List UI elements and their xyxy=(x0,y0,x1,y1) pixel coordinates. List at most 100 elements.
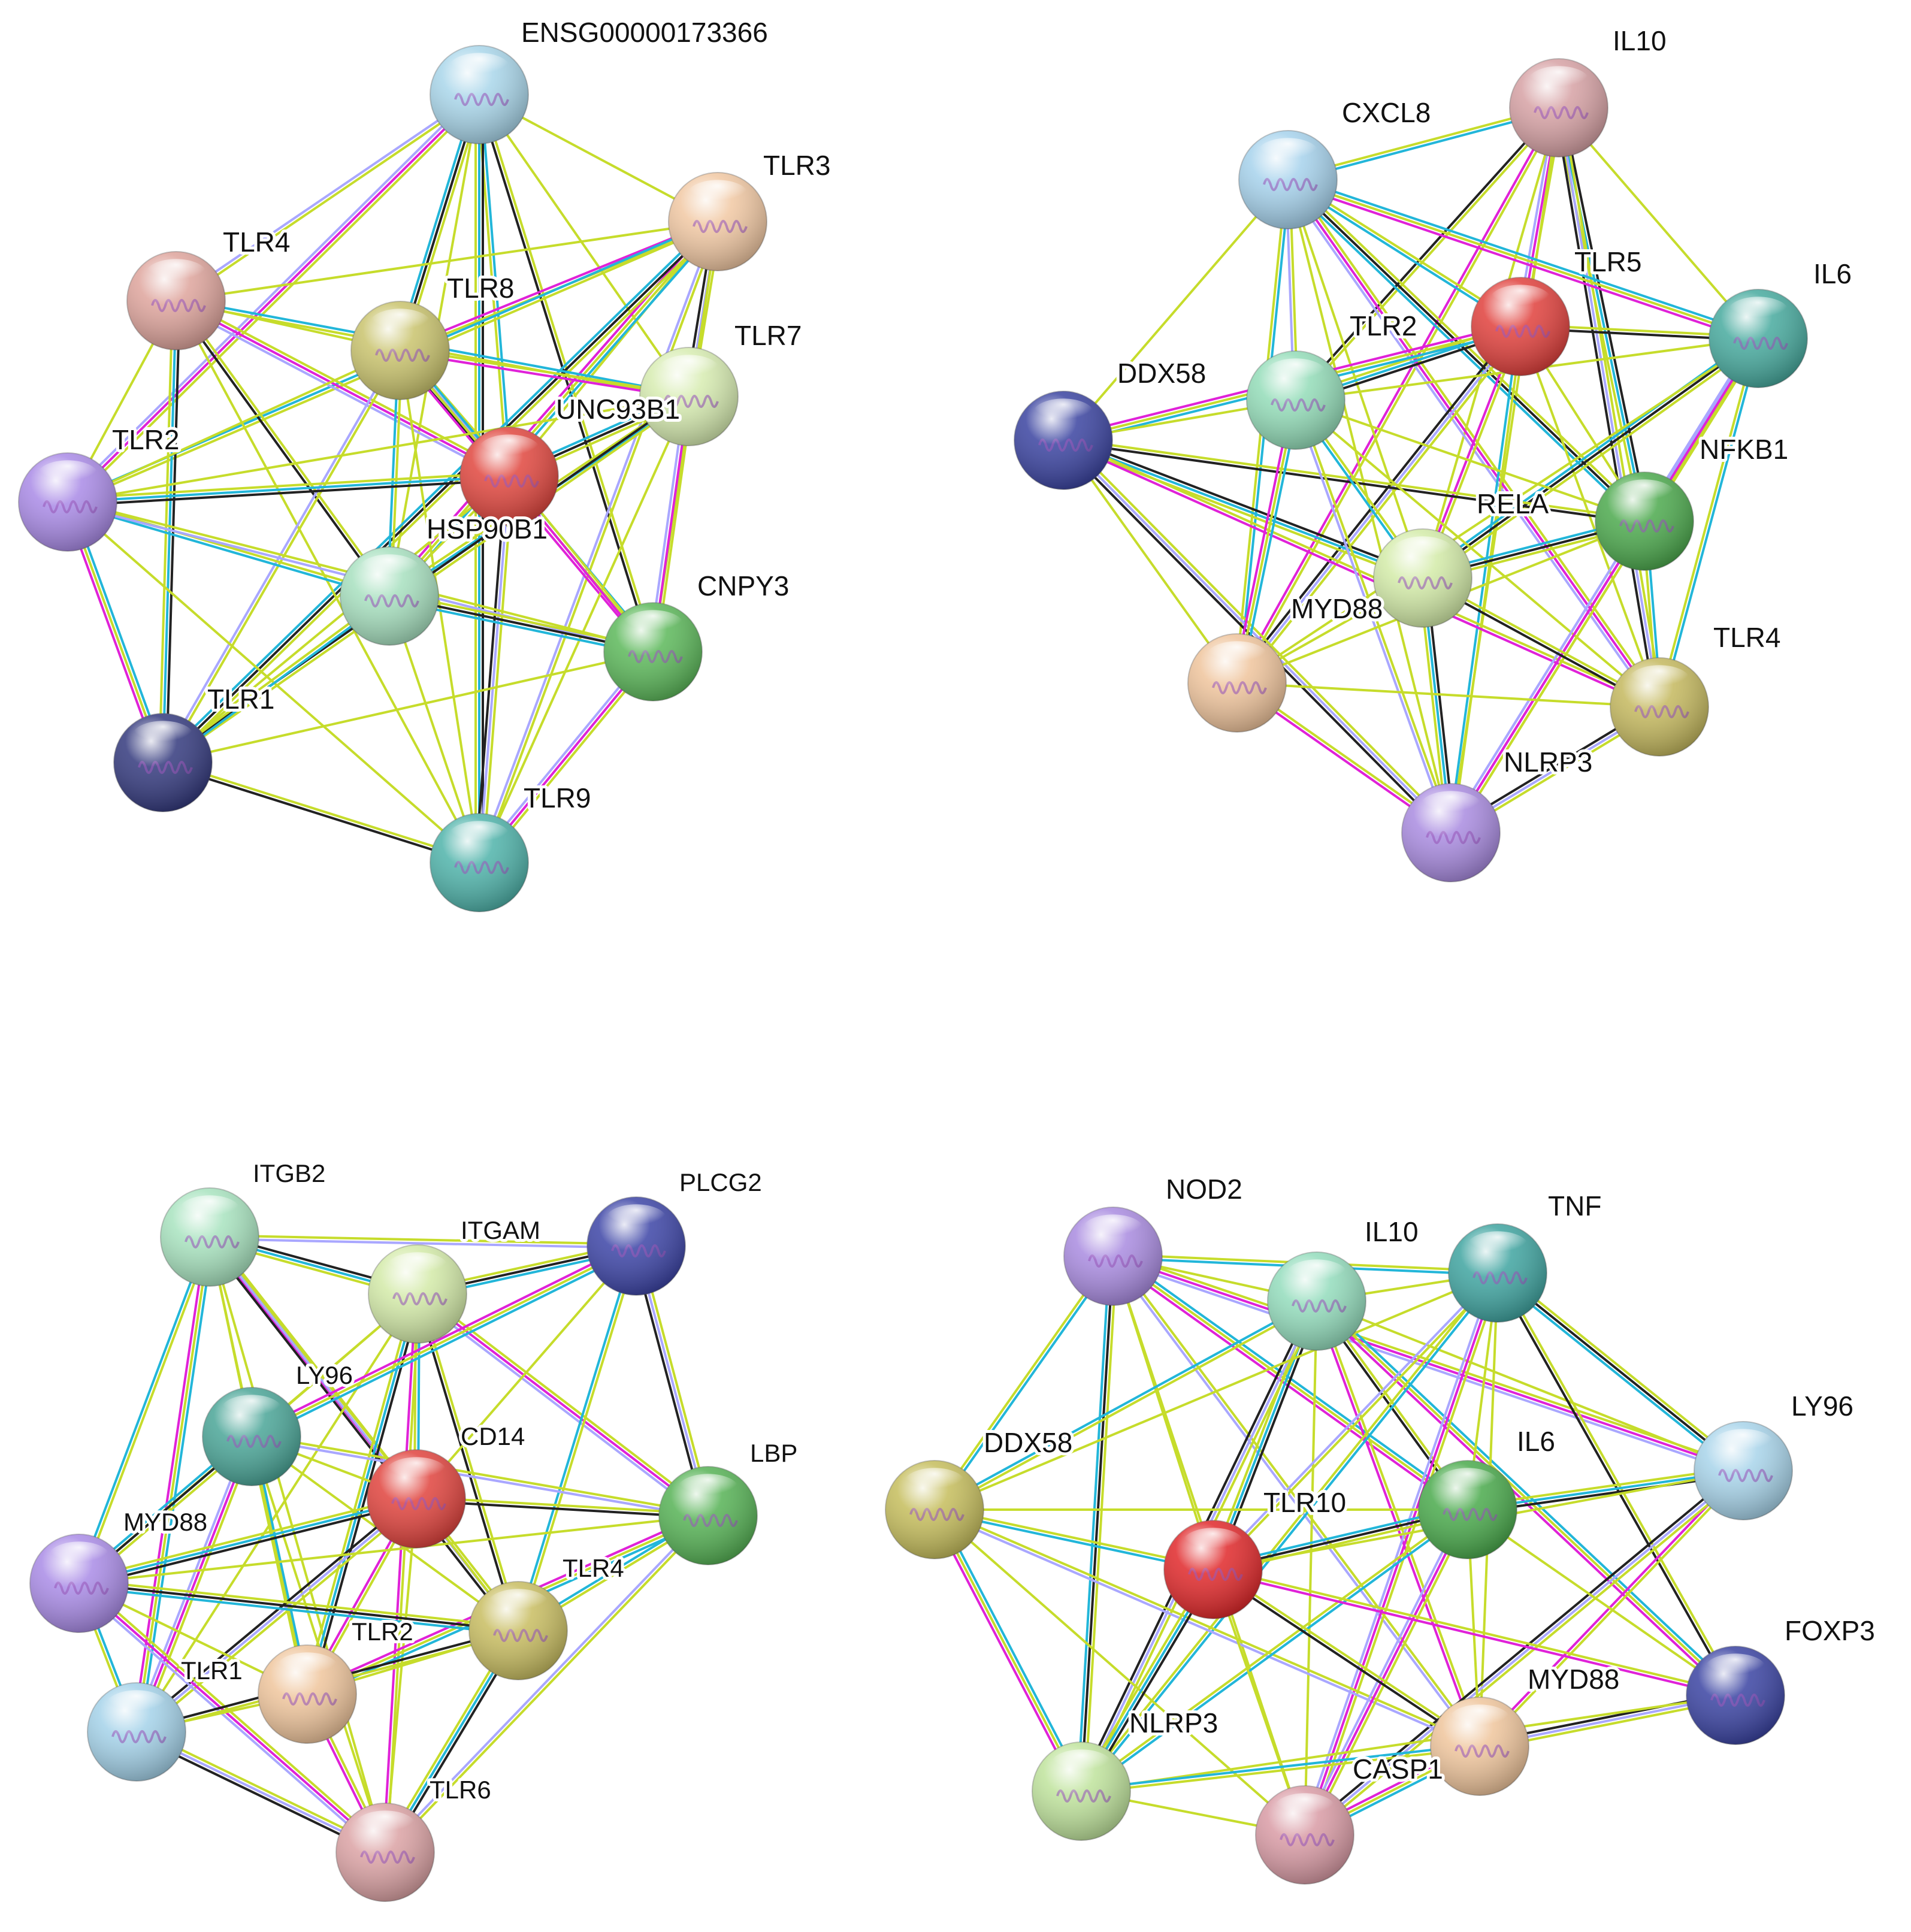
node-gloss xyxy=(221,1395,282,1425)
node-label: MYD88 xyxy=(123,1508,207,1536)
node-ensg00000173366[interactable]: ENSG00000173366 xyxy=(430,14,771,144)
edge-line-textmining xyxy=(79,1237,213,1585)
edge-line-databases xyxy=(1289,175,1760,337)
edge-line-databases xyxy=(515,1245,636,1631)
node-cd14[interactable]: CD14 xyxy=(367,1419,528,1549)
edge-line-textmining xyxy=(1236,337,1759,684)
edge-line-textmining xyxy=(1295,399,1661,708)
edge-IL10-IL6 xyxy=(1558,107,1759,340)
node-il6[interactable]: IL6 xyxy=(1709,255,1855,388)
edge-line-textmining xyxy=(69,96,483,506)
node-nlrp3[interactable]: NLRP3 xyxy=(1032,1704,1221,1841)
node-label: TLR1 xyxy=(181,1656,243,1685)
edge-CXCL8-DDX58 xyxy=(1062,179,1289,442)
node-cnpy3[interactable]: CNPY3 xyxy=(603,567,792,702)
node-foxp3[interactable]: FOXP3 xyxy=(1686,1612,1878,1745)
node-tlr2[interactable]: TLR2 xyxy=(258,1614,416,1744)
node-ly96[interactable]: LY96 xyxy=(1694,1387,1856,1520)
node-lbp[interactable]: LBP xyxy=(658,1436,800,1565)
node-tlr1[interactable]: TLR1 xyxy=(87,1653,246,1782)
node-tlr1[interactable]: TLR1 xyxy=(113,681,277,812)
node-gloss xyxy=(387,1252,448,1282)
edge-ENSG00000173366-TLR4 xyxy=(174,92,481,304)
edge-line-textmining xyxy=(208,1236,386,1853)
edge-line-experiments xyxy=(1304,1272,1499,1836)
node-nod2[interactable]: NOD2 xyxy=(1063,1171,1245,1306)
node-myd88[interactable]: MYD88 xyxy=(1430,1661,1622,1796)
edge-line-coexpression xyxy=(162,220,719,764)
node-tlr4[interactable]: TLR4 xyxy=(126,223,293,350)
node-unc93b1[interactable]: UNC93B1 xyxy=(459,391,683,526)
edge-line-homology xyxy=(174,303,509,481)
node-casp1[interactable]: CASP1 xyxy=(1255,1750,1446,1885)
edge-line-textmining xyxy=(78,1514,709,1585)
edge-UNC93B1-TLR9 xyxy=(474,476,514,863)
edge-line-textmining xyxy=(303,1292,416,1694)
node-tnf[interactable]: TNF xyxy=(1448,1187,1604,1323)
node-label: MYD88 xyxy=(1528,1664,1619,1695)
edge-UNC93B1-TLR2 xyxy=(67,471,510,507)
node-gloss xyxy=(386,1457,447,1487)
node-gloss xyxy=(1490,285,1551,315)
edge-line-databases xyxy=(1081,1273,1500,1794)
edge-TLR8-TLR2 xyxy=(67,349,401,503)
node-il6[interactable]: IL6 xyxy=(1418,1423,1558,1559)
edge-TLR3-TLR4 xyxy=(176,220,718,302)
edge-TLR2-HSP90B1 xyxy=(66,499,391,599)
node-label: MYD88 xyxy=(1291,593,1383,624)
edge-line-experiments xyxy=(1450,520,1646,834)
node-myd88[interactable]: MYD88 xyxy=(1187,590,1386,733)
edge-line-coexpression xyxy=(1233,323,1519,682)
edge-line-coexpression xyxy=(1301,1467,1742,1833)
edge-line-homology xyxy=(75,1585,384,1857)
node-il10[interactable]: IL10 xyxy=(1509,22,1670,158)
node-tlr10[interactable]: TLR10 xyxy=(1163,1484,1349,1619)
node-tlr5[interactable]: TLR5 xyxy=(1471,243,1644,376)
edge-MYD88-NLRP3 xyxy=(1081,1743,1480,1794)
node-il10[interactable]: IL10 xyxy=(1267,1213,1422,1351)
node-tlr3[interactable]: TLR3 xyxy=(668,147,833,271)
edge-DDX58-CASP1 xyxy=(933,1508,1306,1836)
node-tlr6[interactable]: TLR6 xyxy=(335,1773,494,1902)
node-tlr4[interactable]: TLR4 xyxy=(468,1551,627,1680)
edge-line-databases xyxy=(1318,1298,1739,1694)
node-tlr8[interactable]: TLR8 xyxy=(350,270,517,400)
node-hsp90b1[interactable]: HSP90B1 xyxy=(340,510,551,646)
edge-line-homology xyxy=(476,220,718,863)
node-tlr7[interactable]: TLR7 xyxy=(639,317,805,446)
node-tlr2[interactable]: TLR2 xyxy=(18,421,182,552)
node-tlr2[interactable]: TLR2 xyxy=(1246,307,1420,450)
edge-line-homology xyxy=(478,476,510,863)
node-tlr4[interactable]: TLR4 xyxy=(1610,619,1783,757)
edge-line-experiments xyxy=(249,1241,636,1435)
node-ddx58[interactable]: DDX58 xyxy=(885,1424,1075,1559)
node-label: NOD2 xyxy=(1166,1174,1242,1205)
node-nlrp3[interactable]: NLRP3 xyxy=(1401,743,1595,882)
edge-line-coexpression xyxy=(162,763,479,866)
edge-TLR2-TLR4 xyxy=(1295,399,1661,708)
node-plcg2[interactable]: PLCG2 xyxy=(586,1165,765,1296)
node-cxcl8[interactable]: CXCL8 xyxy=(1238,94,1434,229)
edge-line-databases xyxy=(1659,338,1761,708)
node-nfkb1[interactable]: NFKB1 xyxy=(1595,431,1791,571)
node-label: TLR1 xyxy=(207,684,274,715)
node-myd88[interactable]: MYD88 xyxy=(29,1505,210,1633)
edge-line-textmining xyxy=(211,1234,522,1629)
node-gloss xyxy=(1420,791,1481,821)
node-itgam[interactable]: ITGAM xyxy=(368,1213,543,1344)
node-label: FOXP3 xyxy=(1785,1615,1875,1646)
edge-line-experiments xyxy=(1314,1301,1480,1747)
node-rela[interactable]: RELA xyxy=(1373,485,1552,628)
node-itgb2[interactable]: ITGB2 xyxy=(160,1156,328,1287)
edge-TLR7-TLR9 xyxy=(478,396,690,863)
edge-line-homology xyxy=(132,1435,250,1731)
edge-TLR5-NLRP3 xyxy=(1448,326,1523,833)
node-label: TLR10 xyxy=(1263,1487,1346,1518)
node-tlr9[interactable]: TLR9 xyxy=(430,779,594,912)
node-ddx58[interactable]: DDX58 xyxy=(1014,355,1209,490)
edge-line-textmining xyxy=(210,1234,637,1246)
node-ly96[interactable]: LY96 xyxy=(202,1358,356,1486)
edge-line-coexpression xyxy=(1211,1570,1480,1749)
node-gloss xyxy=(37,460,98,490)
